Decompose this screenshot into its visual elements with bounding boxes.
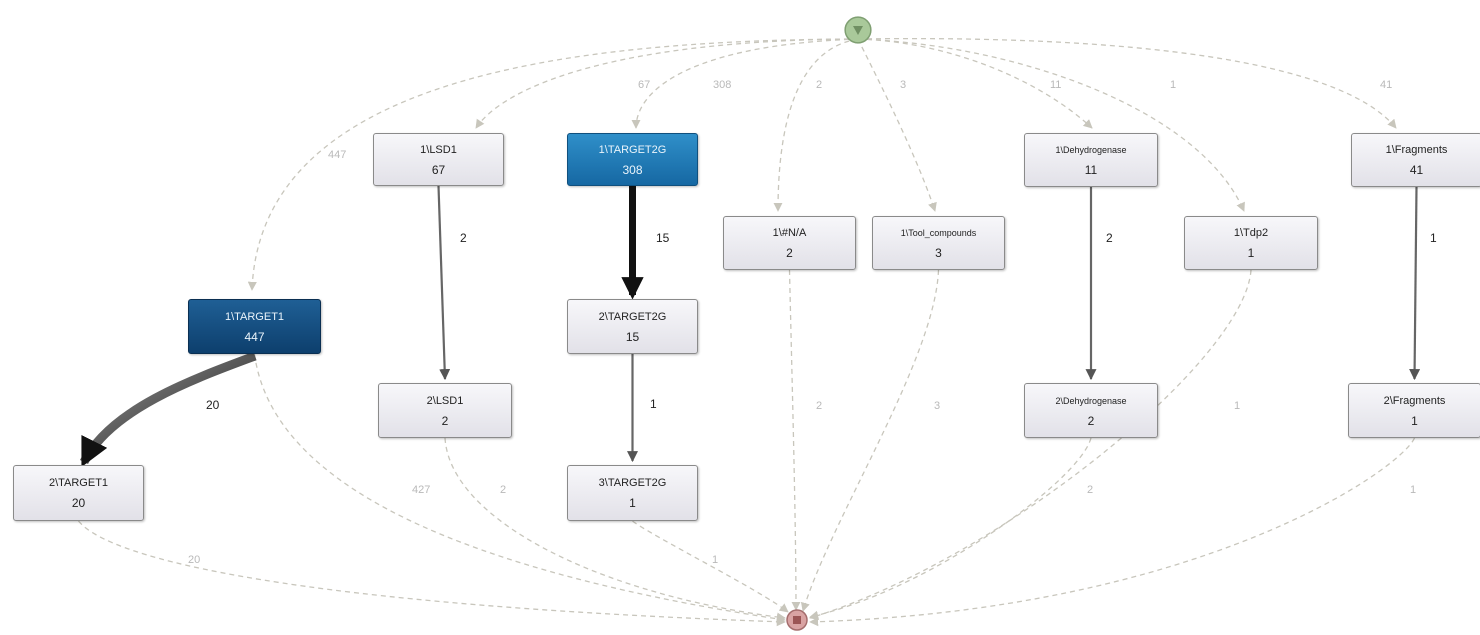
edge-label: 1 xyxy=(650,397,657,411)
edge-label: 1 xyxy=(1170,79,1176,91)
edge-frag-2-to-sink xyxy=(809,437,1416,627)
edge-source-to-target1-1 xyxy=(247,38,859,291)
edge-source-to-dehyd-1 xyxy=(857,38,1093,129)
node-target2g-1[interactable]: 1\TARGET2G 308 xyxy=(567,133,698,186)
edge-label: 1 xyxy=(1430,231,1437,245)
node-count: 2 xyxy=(441,413,449,428)
edge-tool-1-to-sink xyxy=(800,269,940,612)
node-count: 67 xyxy=(431,162,446,177)
edge-label: 20 xyxy=(188,554,200,566)
node-count: 1 xyxy=(629,496,636,510)
edge-label: 67 xyxy=(638,79,650,91)
node-label: 2\Fragments xyxy=(1383,394,1446,407)
node-count: 308 xyxy=(622,162,643,177)
node-target1-2[interactable]: 2\TARGET1 20 xyxy=(13,465,144,521)
node-count: 20 xyxy=(71,496,86,510)
node-label: 1\Tool_compounds xyxy=(900,228,977,238)
edge-label: 3 xyxy=(900,79,906,91)
node-count: 11 xyxy=(1084,163,1098,177)
node-label: 3\TARGET2G xyxy=(598,477,667,489)
edge-source-to-tdp2-1 xyxy=(857,38,1245,212)
node-dehyd-2[interactable]: 2\Dehydrogenase 2 xyxy=(1024,383,1158,438)
node-tdp2-1[interactable]: 1\Tdp2 1 xyxy=(1184,216,1318,270)
node-label: 2\TARGET2G xyxy=(598,310,667,323)
node-count: 2 xyxy=(1087,413,1095,428)
node-count: 41 xyxy=(1409,163,1424,177)
edge-dehyd-2-to-sink xyxy=(809,437,1092,620)
node-label: 1\#N/A xyxy=(772,227,807,239)
edge-label: 3 xyxy=(934,400,940,412)
edge-label: 41 xyxy=(1380,79,1392,91)
node-label: 2\TARGET1 xyxy=(48,477,109,489)
node-na-1[interactable]: 1\#N/A 2 xyxy=(723,216,856,270)
edge-label: 2 xyxy=(460,231,467,245)
edge-label: 1 xyxy=(712,554,718,566)
edge-label: 1 xyxy=(1410,484,1416,496)
edge-source-to-tool-1 xyxy=(857,38,937,212)
flow-end-icon[interactable] xyxy=(786,609,808,631)
edge-tdp2-1-to-sink xyxy=(809,269,1252,620)
node-target1-1[interactable]: 1\TARGET1 447 xyxy=(188,299,321,354)
node-lsd1-1[interactable]: 1\LSD1 67 xyxy=(373,133,504,186)
node-count: 447 xyxy=(244,329,265,344)
edge-label: 1 xyxy=(1234,400,1240,412)
node-lsd1-2[interactable]: 2\LSD1 2 xyxy=(378,383,512,438)
node-frag-1[interactable]: 1\Fragments 41 xyxy=(1351,133,1480,187)
edge-target1-1-to-target1-2 xyxy=(79,351,257,468)
edge-target1-2-to-sink xyxy=(77,520,786,627)
node-target2g-3[interactable]: 3\TARGET2G 1 xyxy=(567,465,698,521)
edge-label: 427 xyxy=(412,484,430,496)
node-tool-1[interactable]: 1\Tool_compounds 3 xyxy=(872,216,1005,270)
edge-label: 2 xyxy=(816,79,822,91)
node-label: 2\LSD1 xyxy=(426,394,464,407)
edge-label: 2 xyxy=(500,484,506,496)
edge-target2g-3-to-sink xyxy=(632,520,789,613)
edge-label: 2 xyxy=(1106,231,1113,245)
edge-source-to-target2g-1 xyxy=(631,38,859,129)
node-count: 1 xyxy=(1247,246,1255,260)
node-target2g-2[interactable]: 2\TARGET2G 15 xyxy=(567,299,698,354)
node-count: 3 xyxy=(935,246,942,260)
node-label: 1\Tdp2 xyxy=(1233,227,1269,239)
node-count: 2 xyxy=(786,246,793,260)
node-label: 1\Dehydrogenase xyxy=(1055,145,1127,155)
edge-label: 20 xyxy=(206,398,220,412)
edge-source-to-lsd1-1 xyxy=(475,38,859,129)
edge-source-to-frag-1 xyxy=(857,37,1397,129)
node-label: 1\TARGET1 xyxy=(224,310,285,323)
edge-label: 447 xyxy=(328,149,346,161)
node-label: 1\TARGET2G xyxy=(598,143,667,156)
node-frag-2[interactable]: 2\Fragments 1 xyxy=(1348,383,1480,438)
edge-frag-1-to-frag-2 xyxy=(1409,186,1421,381)
edge-label: 308 xyxy=(713,79,731,91)
node-label: 1\LSD1 xyxy=(420,143,457,156)
edge-label: 11 xyxy=(1050,79,1061,91)
node-count: 15 xyxy=(625,329,640,344)
edge-target1-1-to-sink xyxy=(253,353,786,624)
edge-source-to-na-1 xyxy=(773,38,859,212)
edge-lsd1-1-to-lsd1-2 xyxy=(437,185,451,381)
edge-label: 2 xyxy=(1087,484,1093,496)
edge-label: 15 xyxy=(656,231,670,245)
flow-start-icon[interactable] xyxy=(844,16,872,44)
edge-label: 2 xyxy=(816,400,822,412)
node-label: 1\Fragments xyxy=(1385,144,1448,156)
edge-na-1-to-sink xyxy=(788,269,801,611)
node-count: 1 xyxy=(1411,413,1418,428)
node-label: 2\Dehydrogenase xyxy=(1055,395,1127,406)
node-dehyd-1[interactable]: 1\Dehydrogenase 11 xyxy=(1024,133,1158,187)
